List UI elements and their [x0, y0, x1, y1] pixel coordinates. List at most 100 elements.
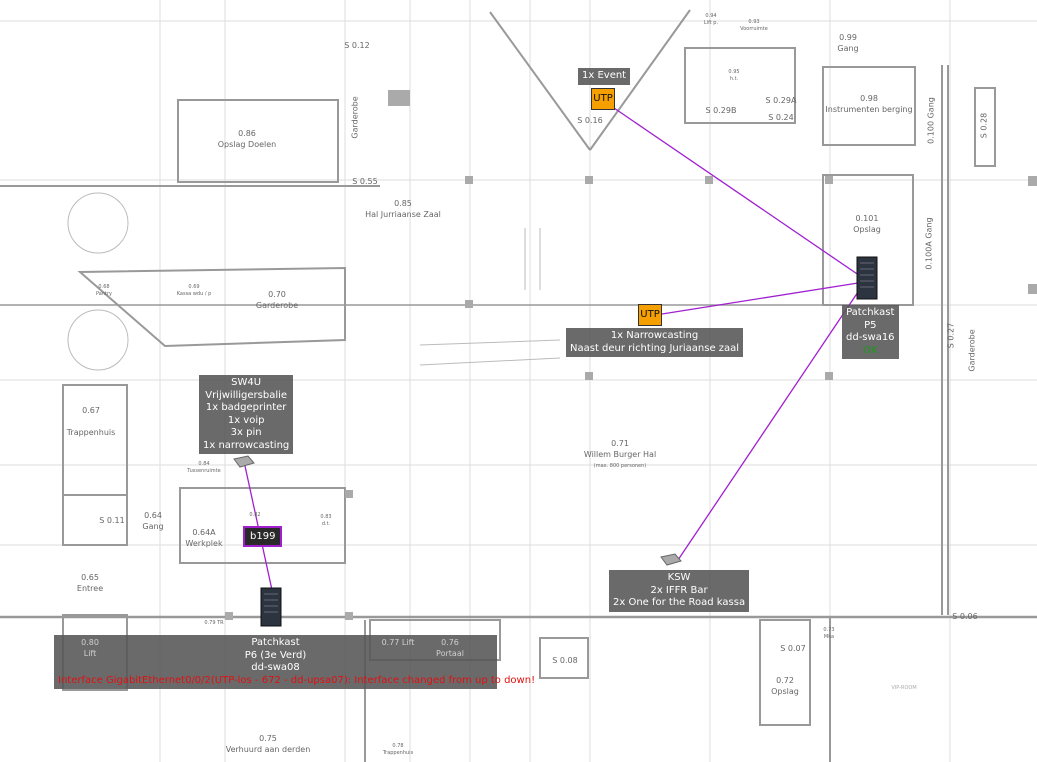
room-number: 0.85	[394, 199, 412, 208]
room-label: S 0.24	[768, 113, 794, 122]
room-name: Gang	[837, 44, 859, 53]
room-label: 0.79 TR	[204, 620, 224, 626]
room-name: Trappenhuis	[382, 750, 414, 756]
room-number: 0.64A	[192, 528, 216, 537]
room-number: 0.98	[860, 94, 878, 103]
room-number: 0.93	[748, 19, 760, 25]
room-name: Opslag Doelen	[217, 140, 277, 149]
room-label: S 0.27	[946, 322, 956, 349]
room-number: 0.78	[392, 743, 404, 749]
room-label: S 0.11	[99, 516, 125, 525]
label-line: Vrijwilligersbalie	[205, 389, 288, 401]
label-line: 1x voip	[227, 414, 265, 426]
link-event-p5	[613, 107, 867, 281]
room-number: 0.100	[926, 120, 936, 144]
room-name: Tussenruimte	[187, 468, 221, 474]
room-name: Entree	[76, 584, 104, 593]
label-line: dd-swa16	[846, 332, 895, 343]
room-label: S 0.29B	[705, 106, 737, 115]
event-label[interactable]: 1x Event	[578, 68, 631, 85]
room-label: Garderobe	[967, 329, 977, 372]
room-name: Hal Jurriaanse Zaal	[365, 210, 441, 219]
room-number: 0.83	[320, 514, 332, 520]
room-number: 0.70	[268, 290, 286, 299]
room-label: S 0.06	[952, 612, 978, 621]
room-label: 0.64A Werkplek	[185, 527, 222, 549]
room-label: Garderobe	[350, 96, 360, 139]
room-name: Opslag	[771, 687, 799, 696]
room-label: S 0.28	[979, 112, 989, 139]
label-line: 1x badgeprinter	[205, 402, 287, 413]
room-name: Verhuurd aan derden	[225, 745, 311, 754]
network-switch-icon[interactable]	[659, 553, 683, 567]
label-line: P6 (3e Verd)	[244, 649, 307, 661]
label-line: 1x narrowcasting	[203, 439, 290, 451]
network-switch-icon[interactable]	[232, 455, 256, 469]
room-name: Gang	[142, 522, 164, 531]
server-rack-icon[interactable]	[855, 255, 881, 301]
room-label: 0.77 Lift	[381, 638, 415, 647]
room-name: Lift p.	[703, 20, 719, 26]
room-number: 0.100A	[924, 241, 934, 270]
room-name: Garderobe	[255, 301, 299, 310]
room-label: S 0.55	[352, 177, 378, 186]
label-line: P5	[864, 319, 877, 331]
label-line: Patchkast	[846, 307, 895, 318]
label-line: 1x Narrowcasting	[610, 330, 699, 341]
room-label: 0.82	[249, 512, 261, 518]
room-note: (max. 800 personen)	[593, 463, 647, 469]
room-number: 0.101	[855, 214, 879, 223]
label-line: 2x One for the Road kassa	[613, 597, 746, 608]
status-ok: OK	[863, 344, 878, 356]
room-number: 0.68	[98, 284, 110, 290]
room-number: 0.99	[839, 33, 857, 42]
room-label: S 0.08	[552, 656, 578, 665]
room-name: Werkplek	[185, 539, 223, 548]
server-rack-icon[interactable]	[259, 586, 285, 628]
room-number: 0.64	[144, 511, 162, 520]
room-number: 0.76	[441, 638, 459, 647]
b199-node[interactable]: b199	[243, 526, 283, 547]
label-line: 3x pin	[230, 427, 262, 438]
room-number: 0.95	[728, 69, 740, 75]
label-line: Naast deur richting Juriaanse zaal	[570, 342, 740, 354]
room-label: 0.100 Gang	[926, 97, 937, 144]
link-p5-ksw	[677, 291, 859, 561]
room-name: Pantry	[96, 291, 112, 297]
room-name: Portaal	[436, 649, 464, 658]
room-name: Trappenhuis	[66, 428, 116, 437]
room-name: Voorruimte	[740, 26, 768, 32]
room-name: Willem Burger Hal	[583, 450, 657, 459]
room-name: Mka	[823, 634, 835, 640]
interface-alert: Interface GigabitEthernet0/0/2(UTP-los -…	[58, 674, 536, 686]
room-number: 0.65	[81, 573, 99, 582]
room-number: 0.73	[823, 627, 835, 633]
room-number: 0.69	[188, 284, 200, 290]
room-label: S 0.07	[780, 644, 806, 653]
utp-outlet-event[interactable]: UTP	[591, 88, 615, 110]
room-number: 0.86	[238, 129, 256, 138]
room-name: h.t.	[729, 76, 739, 82]
utp-outlet-narrowcasting[interactable]: UTP	[638, 304, 662, 326]
room-label: S 0.12	[344, 41, 370, 50]
